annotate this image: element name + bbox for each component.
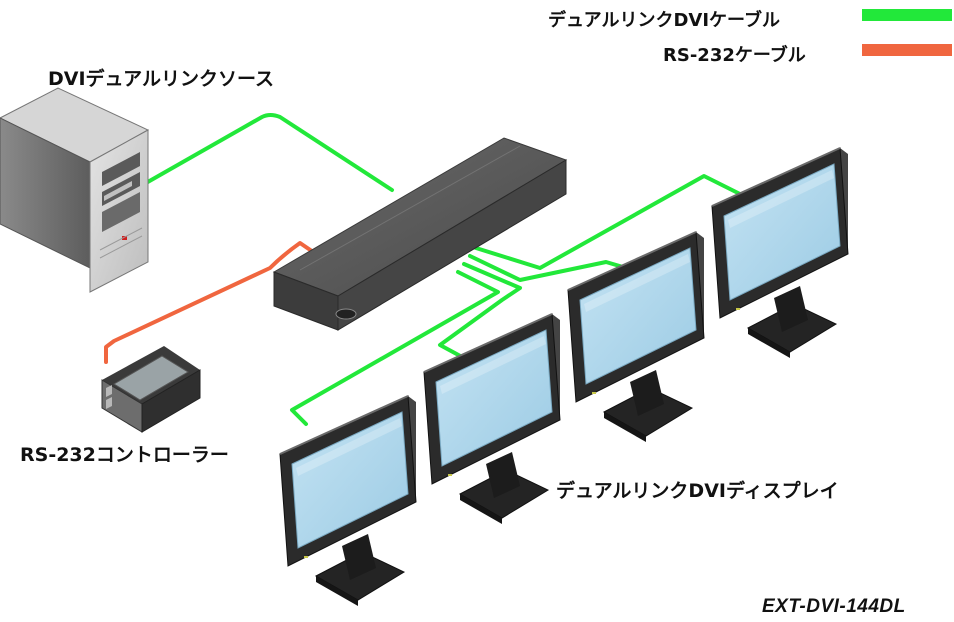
ext-dvi-switch <box>272 137 568 331</box>
dual-link-cable-display-2 <box>438 262 522 360</box>
pc-tower <box>0 87 150 293</box>
legend-dual-link-label: デュアルリンクDVIケーブル <box>548 10 780 31</box>
dual-link-cable-source <box>144 113 394 192</box>
monitor-4 <box>711 147 849 358</box>
monitor-screen <box>723 163 841 301</box>
monitor-screen <box>291 411 409 549</box>
brand-logo <box>335 308 357 320</box>
legend-dual-link-swatch <box>862 9 952 21</box>
model-label: EXT-DVI-144DL <box>762 596 906 617</box>
rs232-controller <box>101 346 201 433</box>
monitor-3 <box>567 231 705 442</box>
dual-link-cable-display-4 <box>474 174 742 270</box>
controller-label: RS-232コントローラー <box>20 444 229 466</box>
legend-rs232-label: RS-232ケーブル <box>663 45 806 66</box>
rs232-cable <box>104 241 324 364</box>
monitor-screen <box>579 247 697 385</box>
displays-label: デュアルリンクDVIディスプレイ <box>556 480 839 502</box>
monitor-2 <box>423 313 561 524</box>
dual-link-cable-display-1 <box>290 270 500 426</box>
monitor-screen <box>435 329 553 467</box>
legend-rs232-swatch <box>862 44 952 56</box>
source-label: DVIデュアルリンクソース <box>48 68 275 90</box>
monitor-1 <box>279 395 417 606</box>
